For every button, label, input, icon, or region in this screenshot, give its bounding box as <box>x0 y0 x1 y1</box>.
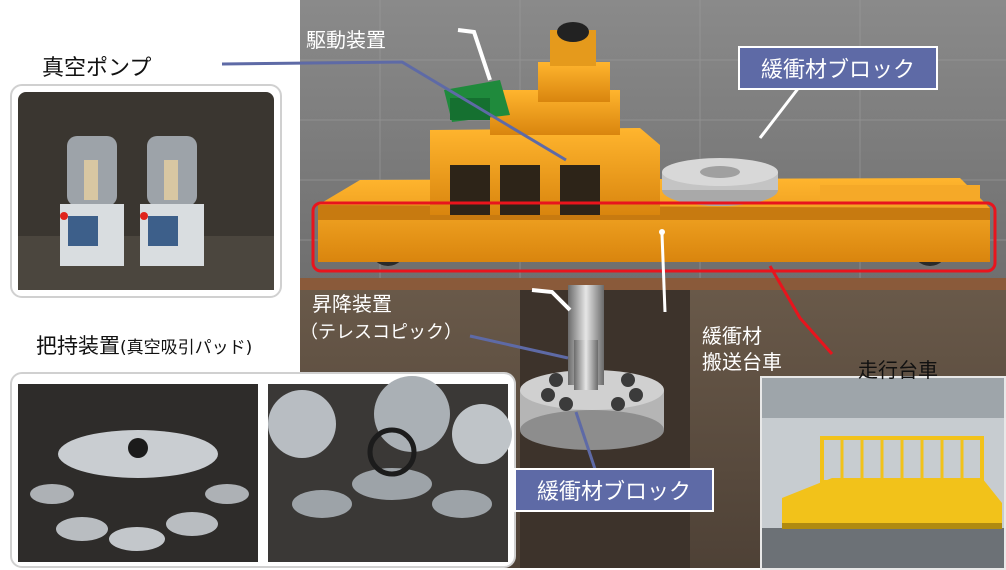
carrier-highlight-frame <box>311 201 997 273</box>
travel-cart-leader <box>768 265 834 355</box>
carrier-label-line1: 緩衝材 <box>702 324 762 348</box>
gripper-label-main: 把持装置 <box>36 334 120 358</box>
travel-cart-image <box>762 378 1004 568</box>
vacuum-pump-leader <box>221 60 567 162</box>
gripper-label: 把持装置(真空吸引パッド) <box>36 330 252 360</box>
vacuum-pump-image <box>18 92 274 290</box>
carrier-label-line2: 搬送台車 <box>702 350 782 374</box>
drive-unit-label: 駆動装置 <box>306 28 386 52</box>
buffer-block-bottom-leader <box>574 411 598 473</box>
rail-beam <box>300 278 1006 290</box>
lift-unit-leader <box>531 288 572 312</box>
gripper-label-sub: (真空吸引パッド) <box>120 338 253 358</box>
buffer-block-top-leader <box>758 85 802 139</box>
vacuum-pump-label: 真空ポンプ <box>42 56 152 81</box>
carrier-leader <box>660 233 667 313</box>
gripper-photo-group <box>10 372 516 568</box>
vacuum-pads <box>541 373 643 411</box>
travel-cart-photo <box>760 376 1006 570</box>
top-cap <box>557 22 589 42</box>
vacuum-pump-photo <box>10 84 282 298</box>
gripper-images <box>18 376 512 562</box>
buffer-block-bottom-label: 緩衝材ブロック <box>514 468 714 512</box>
travel-cart-label: 走行台車 <box>858 358 938 382</box>
lift-unit-label-line1: 昇降装置 <box>312 292 392 316</box>
lift-unit-label-line2: （テレスコピック） <box>300 322 462 343</box>
buffer-block-top-label: 緩衝材ブロック <box>738 46 938 90</box>
drive-unit-leader <box>457 28 492 81</box>
gripper-leader <box>469 334 569 360</box>
